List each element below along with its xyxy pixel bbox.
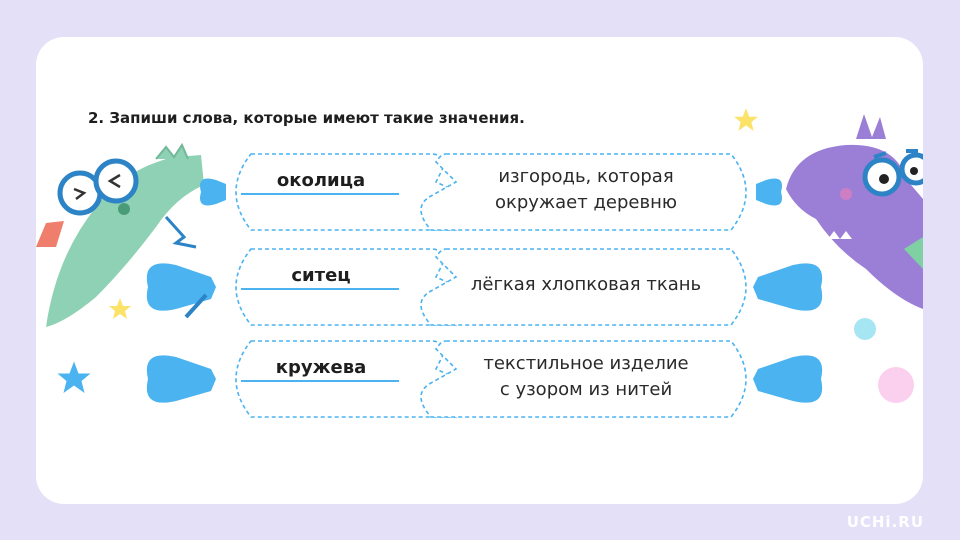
task-row: кружева текстильное изделие с узором из …: [36, 339, 923, 419]
answer-word: околица: [276, 170, 366, 191]
task-card: околица изгородь, которая окружает дерев…: [36, 37, 923, 504]
task-title: 2. Запиши слова, которые имеют такие зна…: [88, 109, 525, 127]
word-meaning: текстильное изделие с узором из нитей: [466, 351, 706, 403]
task-row: околица изгородь, которая окружает дерев…: [36, 152, 923, 232]
purple-dinosaur-icon: [786, 114, 923, 309]
word-meaning: изгородь, которая окружает деревню: [466, 164, 706, 216]
meaning-line: окружает деревню: [494, 192, 678, 213]
meaning-line: текстильное изделие: [483, 353, 689, 374]
green-dinosaur-icon: [36, 142, 204, 327]
answer-word: кружева: [275, 357, 367, 378]
star-icon: [734, 108, 758, 131]
answer-word: ситец: [291, 265, 351, 286]
answer-input-line[interactable]: [241, 288, 399, 290]
answer-input-line[interactable]: [241, 193, 399, 195]
meaning-line: изгородь, которая: [498, 166, 674, 187]
star-icon: [109, 298, 131, 319]
bubble-icon: [878, 367, 914, 403]
task-row: ситец лёгкая хлопковая ткань: [36, 247, 923, 327]
bubble-icon: [854, 318, 876, 340]
meaning-line: с узором из нитей: [499, 379, 673, 400]
uchi-logo: UCHi.RU: [846, 513, 924, 531]
answer-input-line[interactable]: [241, 380, 399, 382]
star-icon: [57, 361, 91, 393]
meaning-line: лёгкая хлопковая ткань: [470, 274, 702, 295]
word-meaning: лёгкая хлопковая ткань: [456, 272, 716, 298]
